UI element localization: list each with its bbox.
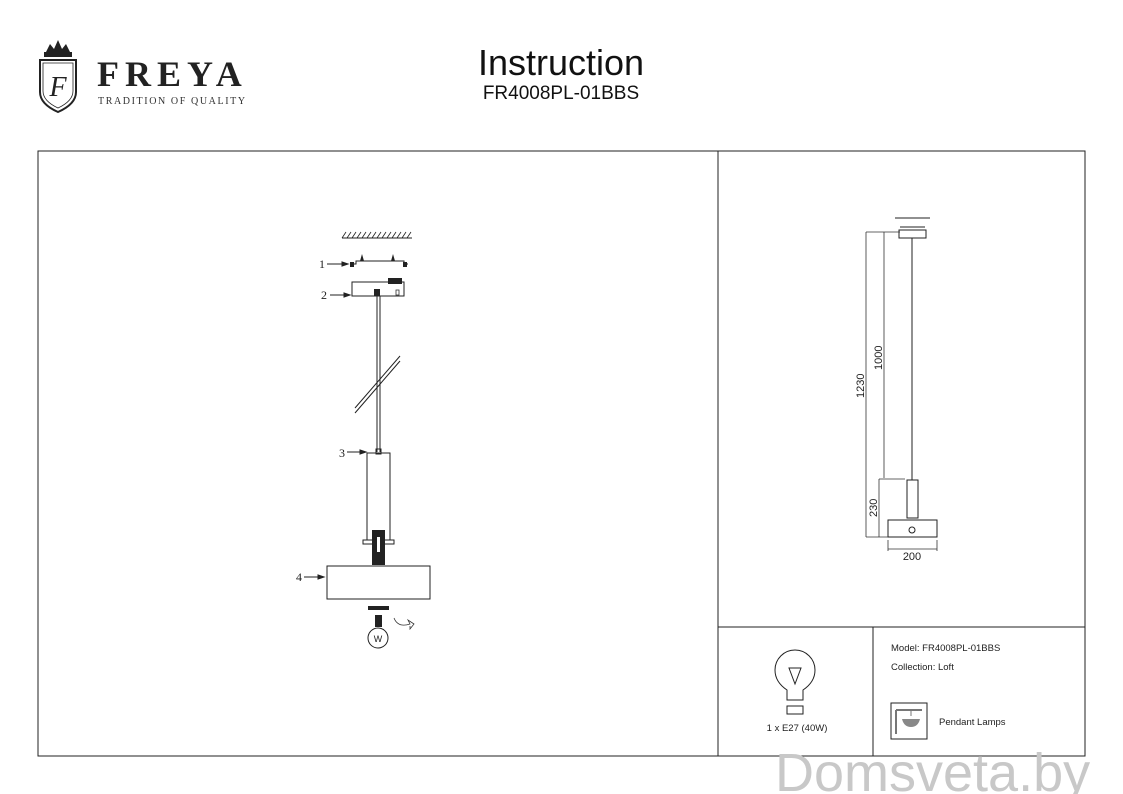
- dimension-drawing: 1230 1000 230 200: [855, 217, 938, 563]
- bulb-icon: W: [367, 615, 389, 649]
- crest-icon: F: [39, 40, 77, 114]
- part-arrows: [304, 261, 368, 580]
- part-label-3: 3: [339, 446, 345, 460]
- lamp-shade: [326, 565, 431, 600]
- collection-info: Collection: Loft: [891, 662, 954, 673]
- svg-text:F: F: [48, 72, 67, 103]
- dim-shade-width: 200: [903, 551, 921, 563]
- model-code: FR4008PL-01BBS: [483, 83, 639, 104]
- dim-shade-height: 230: [868, 499, 880, 517]
- lamp-type: Pendant Lamps: [939, 717, 1006, 728]
- model-info: Model: FR4008PL-01BBS: [891, 643, 1000, 654]
- pendant-lamp-icon: [890, 702, 928, 740]
- dim-cable-length: 1000: [873, 346, 885, 370]
- watermark: Domsveta.by: [775, 743, 1090, 794]
- mounting-bracket: [350, 254, 408, 267]
- page-title: Instruction: [478, 42, 644, 83]
- brand-name: FREYA: [97, 54, 248, 94]
- dim-total-height: 1230: [855, 374, 867, 398]
- lamp-body: [362, 448, 395, 565]
- bulb-spec-icon: [774, 649, 816, 715]
- frame: [37, 150, 1086, 757]
- canopy: [351, 278, 405, 297]
- assembly-drawing: W 1 2 3 4: [296, 231, 431, 649]
- part-label-2: 2: [321, 288, 327, 302]
- socket-ring: [368, 606, 389, 610]
- part-label-4: 4: [296, 570, 302, 584]
- rotate-arrow-icon: [393, 617, 415, 631]
- part-label-1: 1: [319, 257, 325, 271]
- brand-tagline: TRADITION OF QUALITY: [98, 96, 247, 107]
- bulb-mark: W: [374, 634, 383, 644]
- bulb-spec: 1 x E27 (40W): [767, 723, 828, 734]
- freya-logo: F FREYA TRADITION OF QUALITY: [39, 40, 248, 114]
